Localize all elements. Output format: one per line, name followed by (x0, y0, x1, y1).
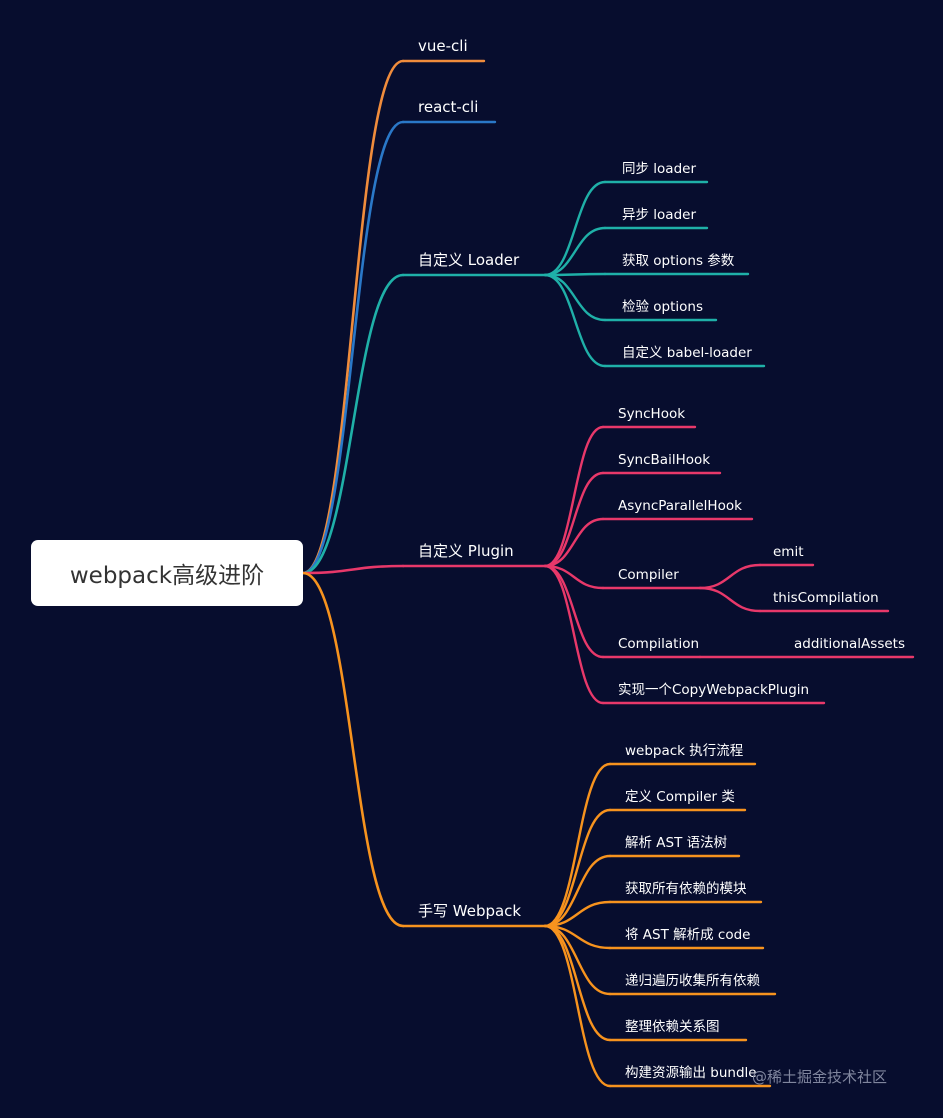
edge-webpack-item (543, 900, 612, 928)
edge-plugin-item (543, 471, 605, 568)
plugin-item[interactable]: 实现一个CopyWebpackPlugin (618, 682, 810, 698)
edge-webpack-item (543, 854, 612, 928)
branch-handwritten-webpack[interactable]: 手写 Webpack (418, 902, 522, 920)
webpack-item[interactable]: 获取所有依赖的模块 (625, 881, 747, 897)
plugin-item-compilation[interactable]: Compilation (618, 636, 700, 652)
plugin-item-compiler[interactable]: Compiler (618, 567, 679, 583)
edge-plugin-item (543, 564, 605, 705)
edge-loader-item (543, 180, 607, 277)
compiler-hook[interactable]: emit (773, 544, 804, 560)
edge-loader-item (543, 226, 607, 277)
edge-loader-item (543, 273, 607, 322)
edge-webpack-item (543, 924, 612, 1088)
edge-plugin-item (543, 517, 605, 568)
loader-item[interactable]: 同步 loader (622, 161, 696, 177)
edge-loader-item (543, 272, 607, 277)
webpack-item[interactable]: 递归遍历收集所有依赖 (625, 973, 760, 989)
edge-loader-item (543, 273, 607, 368)
edge-plugin-item (543, 425, 605, 568)
compiler-hook[interactable]: thisCompilation (773, 590, 879, 606)
root-node[interactable]: webpack高级进阶 (31, 540, 303, 606)
edge-handwritten-webpack (301, 571, 405, 928)
edge-webpack-item (543, 924, 612, 1042)
loader-item[interactable]: 自定义 babel-loader (622, 345, 752, 361)
edge-plugin-item (543, 564, 605, 590)
webpack-item[interactable]: 构建资源输出 bundle (625, 1065, 757, 1081)
webpack-item[interactable]: 整理依赖关系图 (625, 1019, 720, 1035)
watermark: @稀土掘金技术社区 (752, 1068, 888, 1086)
plugin-item[interactable]: SyncHook (618, 406, 686, 422)
edge-custom-plugin (301, 564, 405, 575)
edge-webpack-item (543, 924, 612, 950)
branch-custom-loader[interactable]: 自定义 Loader (418, 251, 520, 269)
plugin-item[interactable]: AsyncParallelHook (618, 498, 742, 514)
compilation-hook[interactable]: additionalAssets (794, 636, 905, 652)
edge-compiler-hook (698, 586, 762, 613)
edge-webpack-item (543, 808, 612, 928)
loader-item[interactable]: 异步 loader (622, 207, 696, 223)
edge-webpack-item (543, 762, 612, 928)
branch-vue-cli[interactable]: vue-cli (418, 37, 468, 55)
branch-react-cli[interactable]: react-cli (418, 98, 479, 116)
edge-plugin-item (543, 564, 605, 659)
edge-custom-loader (301, 273, 405, 575)
plugin-item[interactable]: SyncBailHook (618, 452, 711, 468)
loader-item[interactable]: 检验 options (622, 299, 704, 315)
edge-compiler-hook (698, 563, 762, 590)
edge-react-cli (301, 120, 405, 575)
loader-item[interactable]: 获取 options 参数 (622, 253, 735, 269)
webpack-item[interactable]: 定义 Compiler 类 (625, 789, 735, 805)
webpack-item[interactable]: 将 AST 解析成 code (625, 927, 751, 943)
root-label: webpack高级进阶 (69, 563, 265, 589)
webpack-item[interactable]: 解析 AST 语法树 (625, 835, 728, 851)
branch-custom-plugin[interactable]: 自定义 Plugin (418, 542, 514, 560)
webpack-item[interactable]: webpack 执行流程 (625, 743, 744, 759)
